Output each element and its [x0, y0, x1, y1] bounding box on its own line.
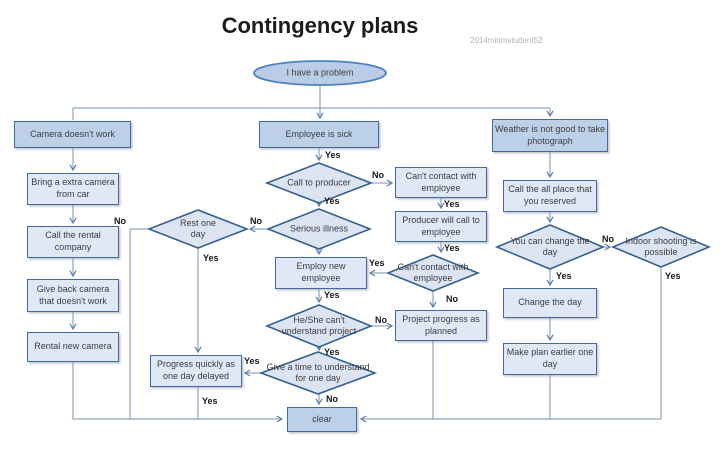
node-producer-will-call: Producer will call to employee [395, 211, 487, 242]
edge-label-yes: Yes [665, 271, 681, 281]
start-node-label: I have a problem [286, 67, 354, 78]
diamond-rest-one-day [146, 209, 250, 249]
edge-label-no: No [250, 216, 262, 226]
edge-label-no: No [446, 294, 458, 304]
edge-label-yes: Yes [244, 356, 260, 366]
edge-label-yes: Yes [369, 258, 385, 268]
node-change-the-day: Change the day [503, 288, 597, 318]
node-rental-new-camera: Rental new camera [27, 332, 119, 362]
node-call-rental-company: Call the rental company [27, 226, 119, 258]
node-camera-header: Camera doesn't work [14, 121, 131, 148]
edge-label-yes: Yes [324, 347, 340, 357]
diamond-cant-understand [264, 304, 374, 348]
edge-label-no: No [602, 234, 614, 244]
edge-label-yes: Yes [325, 150, 341, 160]
label-cant-understand: He/She can't understand project [281, 315, 357, 336]
diamond-give-time [258, 351, 378, 395]
watermark: 2014mirimstudent52 [470, 36, 543, 45]
node-clear: clear [287, 407, 357, 432]
edge-label-yes: Yes [324, 290, 340, 300]
node-project-progress: Project progress as planned [395, 310, 487, 341]
label-serious-illness: Serious illness [289, 223, 349, 234]
edge-label-yes: Yes [202, 396, 218, 406]
node-make-plan-earlier: Make plan earlier one day [503, 343, 597, 375]
edge-label-no: No [372, 170, 384, 180]
edge-label-no: No [375, 315, 387, 325]
diamond-serious-illness [265, 208, 373, 250]
label-can-change-day: You can change the day [510, 236, 590, 257]
decision-diamonds [146, 162, 712, 395]
edge-label-yes: Yes [444, 199, 460, 209]
node-cant-contact-employee: Can't contact with employee [395, 167, 487, 198]
diamond-can-change-day [494, 224, 606, 270]
edge-label-yes: Yes [556, 271, 572, 281]
node-bring-extra-camera: Bring a extra camera from car [27, 173, 119, 205]
edge-label-yes: Yes [444, 243, 460, 253]
node-call-all-place: Call the all place that you reserved [503, 180, 597, 212]
label-rest-one-day: Rest one day [179, 218, 217, 239]
edge-label-no: No [326, 394, 338, 404]
node-progress-quickly: Progress quickly as one day delayed [150, 355, 242, 387]
label-call-to-producer: Call to producer [287, 177, 351, 188]
diamond-indoor-shooting [610, 226, 712, 268]
edge-label-no: No [114, 216, 126, 226]
page-title: Contingency plans [221, 13, 419, 38]
diamond-cant-contact [385, 254, 481, 292]
node-employee-sick-header: Employee is sick [259, 121, 379, 148]
edge-label-yes: Yes [324, 196, 340, 206]
label-give-time: Give a time to understand for one day [266, 362, 370, 383]
diamond-call-producer [264, 162, 374, 204]
node-give-back-camera: Give back camera that doesn't work [27, 279, 119, 312]
edge-label-yes: Yes [203, 253, 219, 263]
label-indoor-shooting: Indoor shooting is possible [625, 236, 697, 257]
connectors [69, 85, 662, 423]
node-weather-header: Weather is not good to take photograph [492, 119, 608, 152]
node-employ-new-employee: Employ new employee [275, 257, 367, 289]
label-cant-contact-diamond: Can't contact with employee [397, 262, 469, 283]
start-ellipse-shape [253, 60, 387, 86]
